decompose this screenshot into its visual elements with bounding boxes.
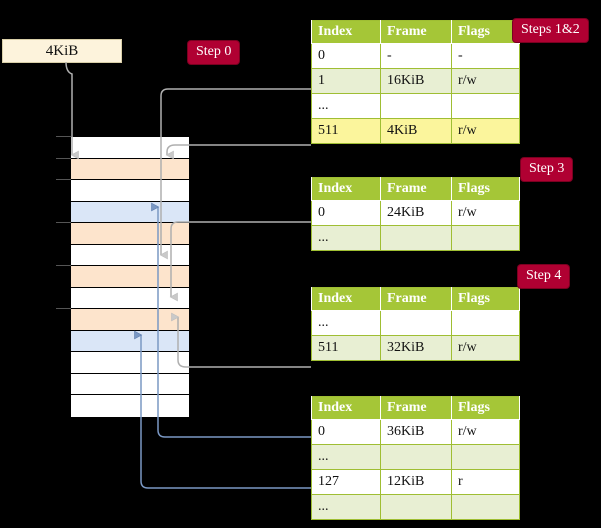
- pml4-table-cell-0-1: -: [380, 43, 452, 69]
- pml4-table-cell-0-0: 0: [311, 43, 381, 69]
- pd-table-cell-0-1: [380, 310, 452, 336]
- memory-frame-12: [71, 395, 189, 417]
- pt-table-cell-2-0: 127: [311, 469, 381, 495]
- pml4-table-cell-3-2: r/w: [451, 118, 520, 144]
- pdp-table-cell-1-2: [451, 225, 520, 251]
- memory-frame-3: [71, 201, 189, 223]
- pdp-table-header-frame: Frame: [380, 177, 452, 201]
- pt-table-row: ...: [311, 494, 520, 520]
- pd-table-header-index: Index: [311, 287, 381, 311]
- pt-table-cell-3-0: ...: [311, 494, 381, 520]
- pt-table-cell-1-2: [451, 444, 520, 470]
- pt-table-row: ...: [311, 444, 520, 470]
- badge-step-4: Step 4: [518, 265, 570, 288]
- request-box: 4KiB: [2, 39, 122, 63]
- physical-memory-column: [70, 136, 190, 417]
- pd-table-row: ...: [311, 310, 520, 336]
- memory-frame-2: [71, 180, 189, 202]
- badge-step-3: Step 3: [521, 158, 573, 181]
- pt-table-cell-2-2: r: [451, 469, 520, 495]
- memory-frame-10: [71, 352, 189, 374]
- pd-table-cell-1-2: r/w: [451, 335, 520, 361]
- pt-table-header-flags: Flags: [451, 396, 520, 420]
- pml4-table-row: 0--: [311, 43, 520, 69]
- memory-frame-1: [71, 158, 189, 180]
- pdp-table-cell-0-2: r/w: [451, 200, 520, 226]
- pml4-table-header-index: Index: [311, 20, 381, 44]
- memory-frame-0: [71, 137, 189, 159]
- wire-pd-row511-to-memory: [171, 312, 311, 368]
- pml4-table-cell-2-0: ...: [311, 93, 381, 119]
- badge-steps-1-2: Steps 1&2: [513, 19, 588, 42]
- pdp-table-header-flags: Flags: [451, 177, 520, 201]
- pt-table-cell-0-2: r/w: [451, 419, 520, 445]
- pdp-table-cell-0-1: 24KiB: [380, 200, 452, 226]
- pml4-table-cell-1-1: 16KiB: [380, 68, 452, 94]
- pd-table-cell-0-2: [451, 310, 520, 336]
- pd-table-cell-1-0: 511: [311, 335, 381, 361]
- pd-table-header-frame: Frame: [380, 287, 452, 311]
- pt-table-header-index: Index: [311, 396, 381, 420]
- memory-frame-6: [71, 266, 189, 288]
- memory-tick-1: [56, 157, 71, 159]
- pml4-table-cell-3-1: 4KiB: [380, 118, 452, 144]
- pt-table-cell-3-2: [451, 494, 520, 520]
- memory-frame-11: [71, 373, 189, 395]
- pml4-table-cell-2-1: [380, 93, 452, 119]
- pml4-table-row: ...: [311, 93, 520, 119]
- memory-frame-8: [71, 309, 189, 331]
- pt-table-cell-0-1: 36KiB: [380, 419, 452, 445]
- pdp-table-cell-0-0: 0: [311, 200, 381, 226]
- pt-table-header-frame: Frame: [380, 396, 452, 420]
- pt-table-cell-1-0: ...: [311, 444, 381, 470]
- pd-table-cell-1-1: 32KiB: [380, 335, 452, 361]
- pdp-table-cell-1-0: ...: [311, 225, 381, 251]
- memory-frame-9: [71, 330, 189, 352]
- pd-table-header-flags: Flags: [451, 287, 520, 311]
- pt-table-cell-1-1: [380, 444, 452, 470]
- pml4-table-header-frame: Frame: [380, 20, 452, 44]
- pml4-table-cell-3-0: 511: [311, 118, 381, 144]
- memory-tick-2: [56, 179, 71, 180]
- pt-table-cell-3-1: [380, 494, 452, 520]
- pt-table-cell-0-0: 0: [311, 419, 381, 445]
- memory-frame-5: [71, 244, 189, 266]
- pml4-table-cell-1-2: r/w: [451, 68, 520, 94]
- wire-pdp-row0-to-memory: [169, 221, 311, 302]
- badge-step-0: Step 0: [188, 41, 240, 64]
- memory-frame-4: [71, 223, 189, 245]
- memory-frame-7: [71, 287, 189, 309]
- pdp-table-header-index: Index: [311, 177, 381, 201]
- pml4-table-cell-0-2: -: [451, 43, 520, 69]
- pdp-table-cell-1-1: [380, 225, 452, 251]
- pd-table-cell-0-0: ...: [311, 310, 381, 336]
- pdp-table-row: ...: [311, 225, 520, 251]
- pml4-table-cell-1-0: 1: [311, 68, 381, 94]
- request-label: 4KiB: [45, 43, 79, 59]
- memory-tick-6: [56, 265, 71, 266]
- memory-tick-4: [56, 222, 71, 223]
- pt-table-cell-2-1: 12KiB: [380, 469, 452, 495]
- pml4-table-header-flags: Flags: [451, 20, 520, 44]
- memory-tick-0: [56, 136, 71, 137]
- pml4-table-cell-2-2: [451, 93, 520, 119]
- memory-tick-8: [56, 308, 71, 309]
